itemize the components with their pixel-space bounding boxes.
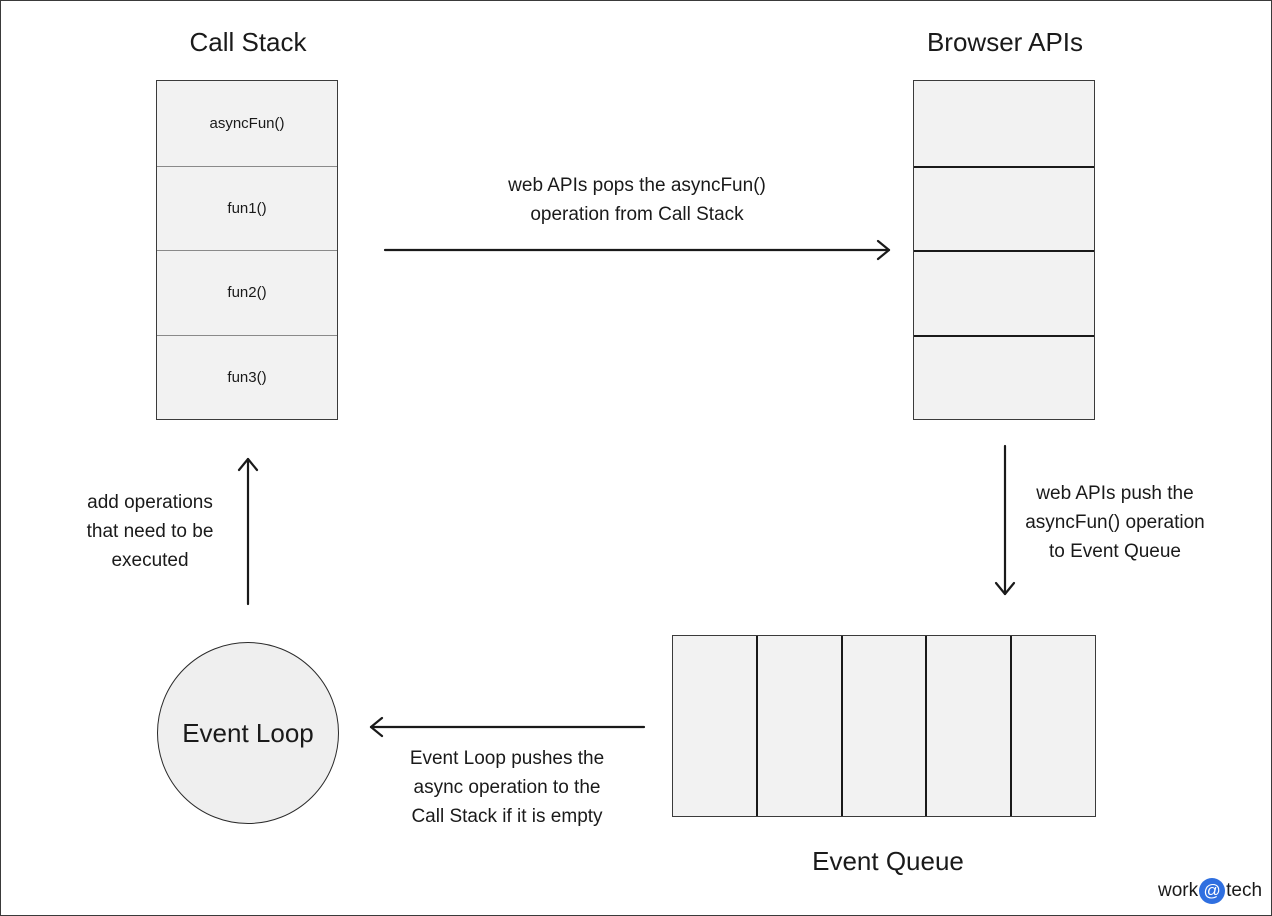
- call-stack-item: fun3(): [157, 334, 337, 419]
- arrow-callstack-to-browser-apis: [383, 239, 891, 261]
- event-queue-title: Event Queue: [812, 846, 964, 876]
- browser-api-slot: [914, 250, 1094, 335]
- call-stack-item: fun2(): [157, 250, 337, 335]
- caption-line: web APIs pops the asyncFun(): [508, 175, 766, 196]
- caption-line: add operations: [87, 492, 213, 513]
- event-loop-circle: Event Loop: [157, 642, 339, 824]
- caption-line: that need to be: [86, 521, 214, 542]
- caption-line: Call Stack if it is empty: [411, 806, 603, 827]
- event-queue-slot: [673, 636, 756, 816]
- caption-line: async operation to the: [413, 777, 601, 798]
- caption-event-loop-push: Event Loop pushes the async operation to…: [377, 744, 637, 831]
- event-queue: [672, 635, 1096, 817]
- browser-api-slot: [914, 165, 1094, 250]
- caption-pop-from-call-stack: web APIs pops the asyncFun() operation f…: [437, 171, 837, 229]
- browser-apis-title: Browser APIs: [926, 27, 1084, 57]
- call-stack-title: Call Stack: [189, 27, 307, 57]
- arrow-event-queue-to-event-loop: [369, 716, 646, 738]
- browser-api-slot: [914, 81, 1094, 166]
- call-stack: asyncFun() fun1() fun2() fun3(): [156, 80, 338, 420]
- call-stack-item: fun1(): [157, 165, 337, 250]
- event-queue-slot: [925, 636, 1011, 816]
- at-icon: @: [1199, 878, 1226, 904]
- caption-line: executed: [111, 550, 189, 571]
- caption-line: to Event Queue: [1048, 541, 1182, 562]
- event-queue-slot: [840, 636, 926, 816]
- watermark-word-work: work: [1158, 880, 1199, 901]
- caption-line: web APIs push the: [1036, 483, 1194, 504]
- caption-add-operations: add operations that need to be executed: [50, 488, 250, 575]
- caption-line: operation from Call Stack: [530, 204, 744, 225]
- caption-line: Event Loop pushes the: [409, 748, 605, 769]
- call-stack-item: asyncFun(): [157, 81, 337, 166]
- event-queue-slot: [755, 636, 841, 816]
- browser-apis-stack: [913, 80, 1095, 420]
- event-loop-label: Event Loop: [182, 717, 314, 748]
- event-queue-slot: [1010, 636, 1095, 816]
- arrow-browser-apis-to-event-queue: [994, 444, 1016, 596]
- caption-line: asyncFun() operation: [1025, 512, 1205, 533]
- brand-watermark: work @ tech: [1158, 878, 1262, 904]
- browser-api-slot: [914, 334, 1094, 419]
- caption-push-to-event-queue: web APIs push the asyncFun() operation t…: [995, 479, 1235, 566]
- watermark-word-tech: tech: [1226, 880, 1263, 901]
- arrow-event-loop-to-call-stack: [237, 457, 259, 606]
